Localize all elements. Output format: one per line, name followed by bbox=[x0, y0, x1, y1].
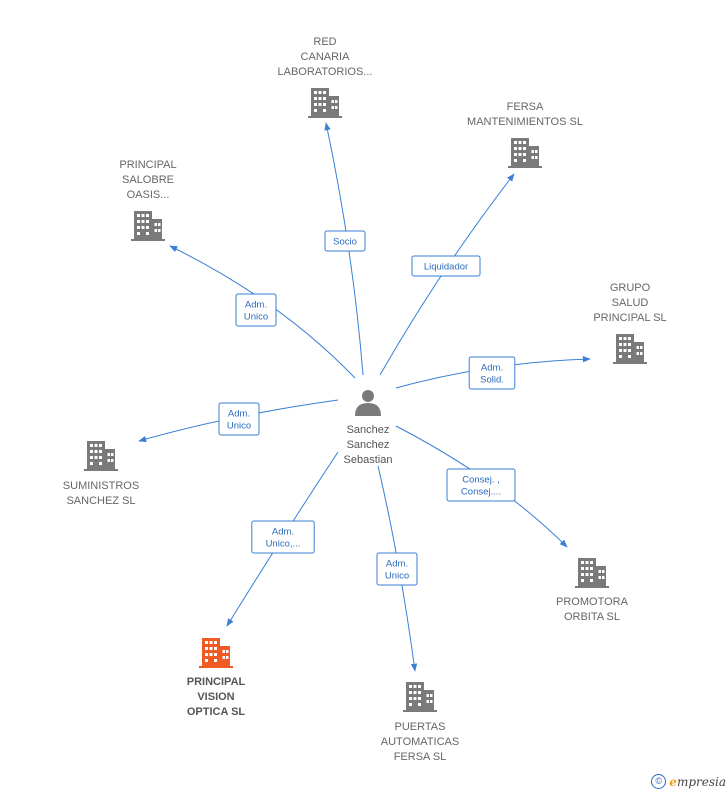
edge-puertas-automaticas: Adm.Unico bbox=[376, 465, 418, 672]
relation-label: Consej. , bbox=[462, 475, 500, 486]
company-name-line[interactable]: OPTICA SL bbox=[187, 706, 246, 718]
relation-label: Adm. bbox=[245, 300, 267, 311]
person-icon[interactable] bbox=[355, 390, 381, 416]
company-node-grupo-salud[interactable]: GRUPO SALUD PRINCIPAL SL bbox=[593, 282, 667, 364]
building-icon[interactable] bbox=[308, 88, 342, 118]
company-name-line[interactable]: AUTOMATICAS bbox=[381, 736, 459, 748]
building-icon[interactable] bbox=[508, 138, 542, 168]
relation-label: Unico bbox=[227, 421, 251, 432]
company-name-line[interactable]: CANARIA bbox=[301, 51, 351, 63]
person-name-line[interactable]: Sebastian bbox=[344, 454, 393, 466]
brand-logo[interactable]: empresia bbox=[669, 774, 726, 789]
company-name-line[interactable]: FERSA SL bbox=[394, 751, 447, 763]
company-name-line[interactable]: PROMOTORA bbox=[556, 596, 629, 608]
company-name-line[interactable]: VISION bbox=[197, 691, 234, 703]
edge-fersa-mantenimientos: Liquidador bbox=[379, 173, 515, 376]
company-name-line[interactable]: SANCHEZ SL bbox=[66, 495, 135, 507]
building-icon[interactable] bbox=[199, 638, 233, 668]
company-name-line[interactable]: PRINCIPAL bbox=[119, 159, 176, 171]
copyright-icon: © bbox=[651, 774, 667, 789]
relation-label-box[interactable] bbox=[251, 520, 315, 554]
company-name-line[interactable]: LABORATORIOS... bbox=[278, 66, 373, 78]
company-name-line[interactable]: ORBITA SL bbox=[564, 611, 620, 623]
building-icon[interactable] bbox=[575, 558, 609, 588]
company-name-line[interactable]: OASIS... bbox=[127, 189, 170, 201]
relation-label-box[interactable] bbox=[446, 468, 516, 502]
company-name-line[interactable]: MANTENIMIENTOS SL bbox=[467, 116, 583, 128]
company-name-line[interactable]: PRINCIPAL SL bbox=[593, 312, 666, 324]
relation-label: Unico bbox=[385, 571, 409, 582]
relation-label-box[interactable] bbox=[218, 402, 260, 436]
edge-principal-salobre: Adm.Unico bbox=[169, 245, 356, 379]
relation-label-box[interactable] bbox=[235, 293, 277, 327]
relation-label: Liquidador bbox=[424, 262, 468, 273]
relation-label: Adm. bbox=[272, 527, 294, 538]
company-node-principal-vision[interactable]: PRINCIPAL VISION OPTICA SL bbox=[187, 638, 246, 718]
footer-brand: © empresia bbox=[651, 774, 726, 789]
relation-label-box[interactable] bbox=[468, 356, 516, 390]
relation-label: Adm. bbox=[228, 409, 250, 420]
relation-label: Adm. bbox=[481, 363, 503, 374]
company-node-promotora-orbita[interactable]: PROMOTORA ORBITA SL bbox=[556, 558, 629, 623]
company-name-line[interactable]: PUERTAS bbox=[395, 721, 446, 733]
company-node-principal-salobre[interactable]: PRINCIPAL SALOBRE OASIS... bbox=[119, 159, 177, 241]
edge-suministros-sanchez: Adm.Unico bbox=[138, 399, 339, 443]
company-name-line[interactable]: SALOBRE bbox=[122, 174, 174, 186]
company-name-line[interactable]: SUMINISTROS bbox=[63, 480, 139, 492]
relation-label: Unico,... bbox=[266, 539, 301, 550]
relation-label: Solid. bbox=[480, 375, 504, 386]
building-icon[interactable] bbox=[84, 441, 118, 471]
relation-label-box[interactable] bbox=[376, 552, 418, 586]
company-name-line[interactable]: SALUD bbox=[612, 297, 649, 309]
company-name-line[interactable]: RED bbox=[313, 36, 336, 48]
company-node-fersa-mantenimientos[interactable]: FERSA MANTENIMIENTOS SL bbox=[467, 101, 583, 168]
person-name-line[interactable]: Sanchez bbox=[347, 424, 390, 436]
building-icon[interactable] bbox=[403, 682, 437, 712]
company-node-suministros-sanchez[interactable]: SUMINISTROS SANCHEZ SL bbox=[63, 441, 139, 507]
building-icon[interactable] bbox=[613, 334, 647, 364]
person-name-line[interactable]: Sanchez bbox=[347, 439, 390, 451]
edge-promotora-orbita: Consej. ,Consej.... bbox=[395, 425, 568, 548]
relation-label: Adm. bbox=[386, 559, 408, 570]
edge-principal-vision: Adm.Unico,... bbox=[226, 451, 339, 627]
relation-label-box[interactable] bbox=[411, 255, 481, 277]
company-node-puertas-automaticas[interactable]: PUERTAS AUTOMATICAS FERSA SL bbox=[381, 682, 459, 763]
edge-red-canaria: Socio bbox=[324, 122, 366, 376]
relation-label: Consej.... bbox=[461, 487, 501, 498]
company-node-red-canaria[interactable]: RED CANARIA LABORATORIOS... bbox=[278, 36, 373, 118]
edge-grupo-salud: Adm.Solid. bbox=[395, 356, 591, 390]
company-name-line[interactable]: PRINCIPAL bbox=[187, 676, 246, 688]
relation-label: Unico bbox=[244, 312, 268, 323]
relation-label: Socio bbox=[333, 237, 357, 248]
relation-label-box[interactable] bbox=[324, 230, 366, 252]
building-icon[interactable] bbox=[131, 211, 165, 241]
company-name-line[interactable]: FERSA bbox=[507, 101, 544, 113]
company-name-line[interactable]: GRUPO bbox=[610, 282, 651, 294]
